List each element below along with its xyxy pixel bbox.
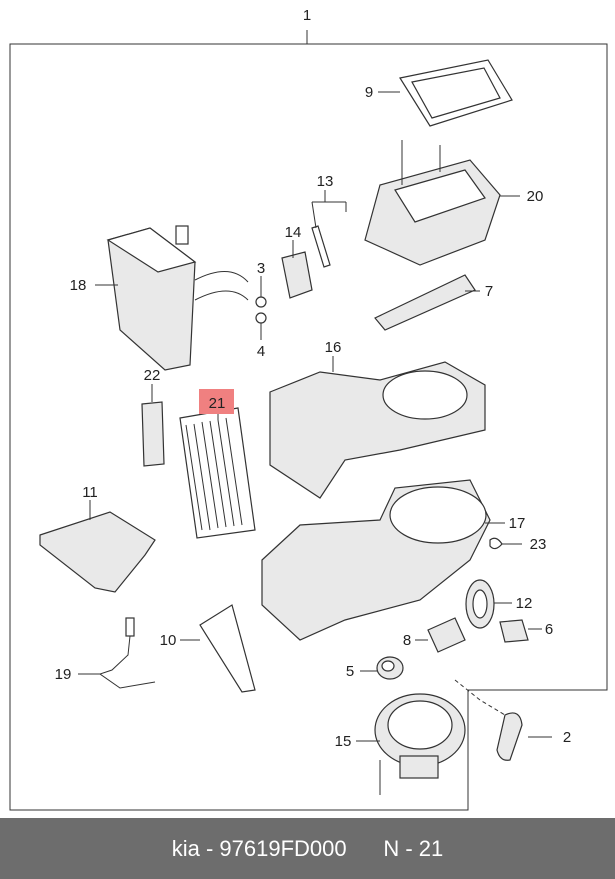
filter-plate-part-7 (374, 274, 476, 331)
footer-separator: - (199, 835, 220, 861)
connector-part-6 (499, 619, 529, 643)
label-13: 13 (317, 173, 334, 190)
label-16: 16 (325, 339, 342, 356)
ring-part-12 (465, 579, 495, 629)
seal-part-10 (199, 604, 256, 693)
label-19: 19 (55, 666, 72, 683)
label-21: 21 (209, 395, 226, 412)
footer-brand: kia (171, 835, 200, 861)
label-15: 15 (335, 733, 352, 750)
motor-mount-part-5 (376, 656, 404, 680)
label-20: 20 (527, 188, 544, 205)
label-4: 4 (257, 343, 265, 360)
label-2: 2 (563, 729, 571, 746)
label-11: 11 (82, 484, 98, 501)
footer-bar: kia - 97619FD000 N - 21 (0, 818, 615, 879)
parts-diagram: 1 9 13 20 14 3 18 7 16 4 22 21 11 17 23 … (9, 7, 608, 811)
label-1: 1 (303, 7, 311, 24)
blower-motor-part-15 (374, 693, 466, 795)
label-6: 6 (545, 621, 553, 638)
upper-case-part-16 (269, 361, 486, 499)
label-8: 8 (403, 632, 411, 649)
cabin-filter-part-21 (179, 407, 256, 539)
gasket-part-9 (399, 59, 513, 127)
label-7: 7 (485, 283, 493, 300)
label-18: 18 (70, 277, 87, 294)
actuator-link-part-13 (311, 225, 331, 268)
label-3: 3 (257, 260, 265, 277)
footer-part-number: 97619FD000 (219, 835, 347, 861)
evaporator-part-18 (106, 225, 249, 371)
footer-gap (347, 836, 384, 862)
label-14: 14 (285, 224, 302, 241)
label-23: 23 (530, 536, 547, 553)
actuator-part-14 (281, 251, 313, 299)
tray-part-11 (39, 511, 156, 593)
lower-case-part-17 (261, 479, 491, 641)
hose-part-2 (496, 712, 523, 761)
footer-ref: N - 21 (383, 835, 444, 861)
wiring-part-19 (98, 617, 156, 689)
o-ring-part-4 (255, 312, 267, 324)
label-10: 10 (160, 632, 177, 649)
label-22: 22 (144, 367, 161, 384)
label-17: 17 (509, 515, 526, 532)
label-5: 5 (346, 663, 354, 680)
o-ring-part-3 (255, 296, 267, 308)
intake-duct-part-20 (364, 140, 501, 266)
resistor-part-8 (427, 617, 466, 653)
clip-part-23 (489, 537, 503, 550)
label-12: 12 (516, 595, 533, 612)
filter-cover-part-22 (141, 401, 165, 467)
highlight-box-21 (199, 389, 234, 414)
label-9: 9 (365, 84, 373, 101)
